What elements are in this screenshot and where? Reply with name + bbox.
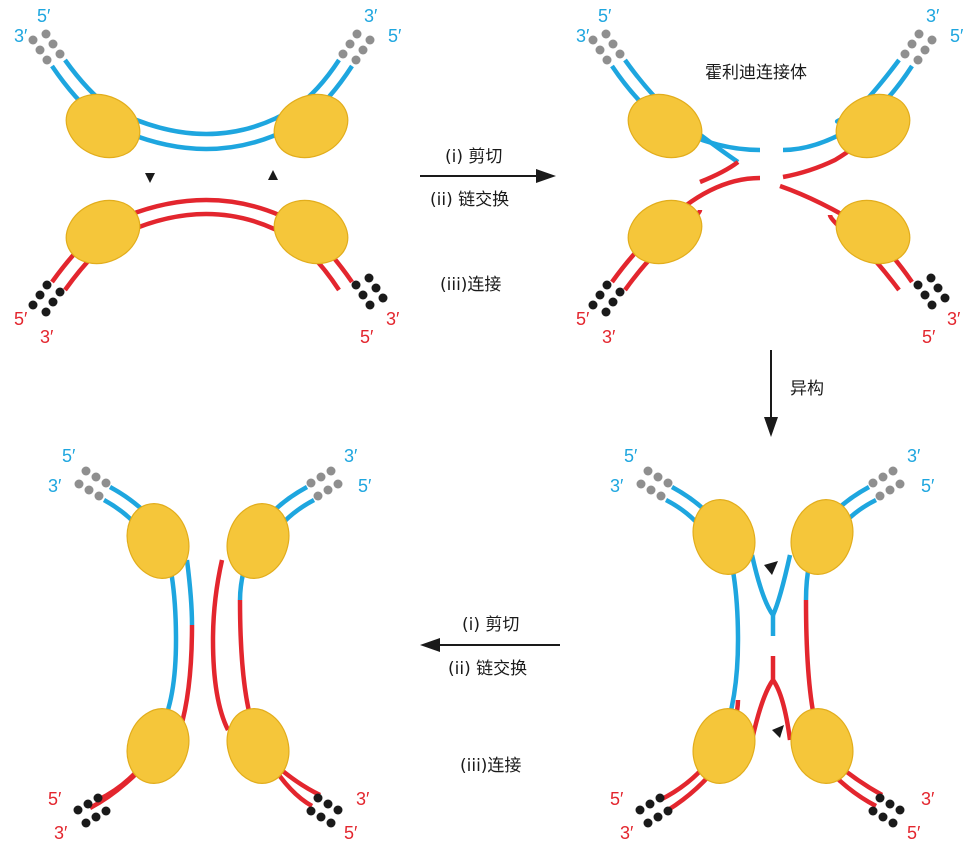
panel-top-left: 5′ 3′ 3′ 5′ 5′ 3′ 5′ 3′ (14, 6, 402, 347)
end-label-5prime: 5′ (610, 789, 624, 809)
end-label-3prime: 3′ (926, 6, 940, 26)
strand-red-crossover-left (699, 160, 740, 185)
end-label-3prime: 3′ (54, 823, 68, 843)
arrow-isomerization: 异构 (764, 350, 824, 437)
black-dots-bl (28, 280, 65, 317)
arrow-top-right: (i) 剪切 (ii) 链交换 (420, 147, 556, 210)
cut-site-marker (764, 561, 778, 575)
end-label-3prime: 3′ (576, 26, 590, 46)
cut-site-marker (268, 170, 278, 180)
end-label-3prime: 3′ (947, 309, 961, 329)
end-label-5prime: 5′ (624, 446, 638, 466)
end-label-3prime: 3′ (344, 446, 358, 466)
grey-dots-tr (900, 29, 937, 65)
protein (627, 199, 703, 265)
end-label-3prime: 3′ (364, 6, 378, 26)
end-label-5prime: 5′ (388, 26, 402, 46)
cut-site-marker (145, 173, 155, 183)
protein (835, 93, 911, 159)
cut-site-marker (772, 725, 784, 738)
end-label-3prime: 3′ (14, 26, 28, 46)
arrow-step-strand-exchange: (ii) 链交换 (430, 190, 509, 210)
panel-bottom-right: 5′ 3′ 3′ 5′ 5′ 3′ 3′ 5′ (610, 446, 935, 843)
step-ligation-label: (iii)连接 (440, 275, 501, 295)
arrow-bottom-left: (i) 剪切 (ii) 链交换 (420, 615, 560, 679)
end-label-3prime: 3′ (620, 823, 634, 843)
protein (790, 499, 854, 575)
protein (627, 93, 703, 159)
protein (273, 93, 349, 159)
black-dots-br (913, 273, 950, 310)
end-label-3prime: 3′ (48, 476, 62, 496)
end-label-5prime: 5′ (907, 823, 921, 843)
end-label-5prime: 5′ (576, 309, 590, 329)
black-dots-bl (635, 793, 673, 828)
black-dots-br (868, 793, 905, 828)
strand-blue-inner (63, 58, 341, 137)
protein (273, 199, 349, 265)
end-label-5prime: 5′ (14, 309, 28, 329)
end-label-5prime: 5′ (598, 6, 612, 26)
grey-dots-tr (306, 466, 343, 501)
end-label-5prime: 5′ (48, 789, 62, 809)
end-label-5prime: 5′ (344, 823, 358, 843)
protein (692, 708, 756, 784)
strand-red-center (749, 656, 776, 741)
end-label-3prime: 3′ (921, 789, 935, 809)
protein (226, 708, 290, 784)
end-label-3prime: 3′ (602, 327, 616, 347)
arrow-step-cleavage: (i) 剪切 (462, 615, 519, 635)
strand-blue-center-right (770, 554, 793, 616)
strand-red-center-right (771, 678, 793, 741)
strand-red-right-upper (210, 559, 231, 732)
strand-red-left-mid (177, 624, 195, 731)
end-label-3prime: 3′ (610, 476, 624, 496)
grey-dots-tl (28, 29, 65, 65)
end-label-5prime: 5′ (922, 327, 936, 347)
end-label-3prime: 3′ (386, 309, 400, 329)
end-label-3prime: 3′ (356, 789, 370, 809)
grey-dots-tl (588, 29, 625, 65)
end-label-5prime: 5′ (37, 6, 51, 26)
holliday-junction-title: 霍利迪连接体 (705, 63, 807, 83)
step-ligation-label: (iii)连接 (460, 756, 521, 776)
grey-dots-tr (868, 466, 905, 501)
grey-dots-tl (74, 466, 111, 501)
isomerization-label: 异构 (790, 379, 824, 399)
black-dots-br (351, 273, 388, 310)
end-label-5prime: 5′ (358, 476, 372, 496)
protein (126, 503, 190, 579)
grey-dots-tl (636, 466, 673, 501)
end-label-5prime: 5′ (62, 446, 76, 466)
end-label-3prime: 3′ (907, 446, 921, 466)
arrow-step-strand-exchange: (ii) 链交换 (448, 659, 527, 679)
strand-blue-left-mid (184, 559, 195, 626)
end-label-5prime: 5′ (921, 476, 935, 496)
black-dots-bl (73, 793, 111, 828)
protein (126, 708, 190, 784)
protein (835, 199, 911, 265)
protein (790, 708, 854, 784)
panel-bottom-left: 5′ 3′ 3′ 5′ 5′ 3′ 3′ 5′ (48, 446, 372, 843)
grey-dots-tr (338, 29, 375, 65)
protein (226, 503, 290, 579)
black-dots-br (306, 793, 343, 828)
protein (692, 499, 756, 575)
arrow-step-cleavage: (i) 剪切 (445, 147, 502, 167)
end-label-5prime: 5′ (360, 327, 374, 347)
end-label-3prime: 3′ (40, 327, 54, 347)
end-label-5prime: 5′ (950, 26, 964, 46)
black-dots-bl (588, 280, 625, 317)
protein (65, 93, 141, 159)
protein (65, 199, 141, 265)
panel-top-right: 霍利迪连接体 5′ 3 (576, 6, 964, 347)
